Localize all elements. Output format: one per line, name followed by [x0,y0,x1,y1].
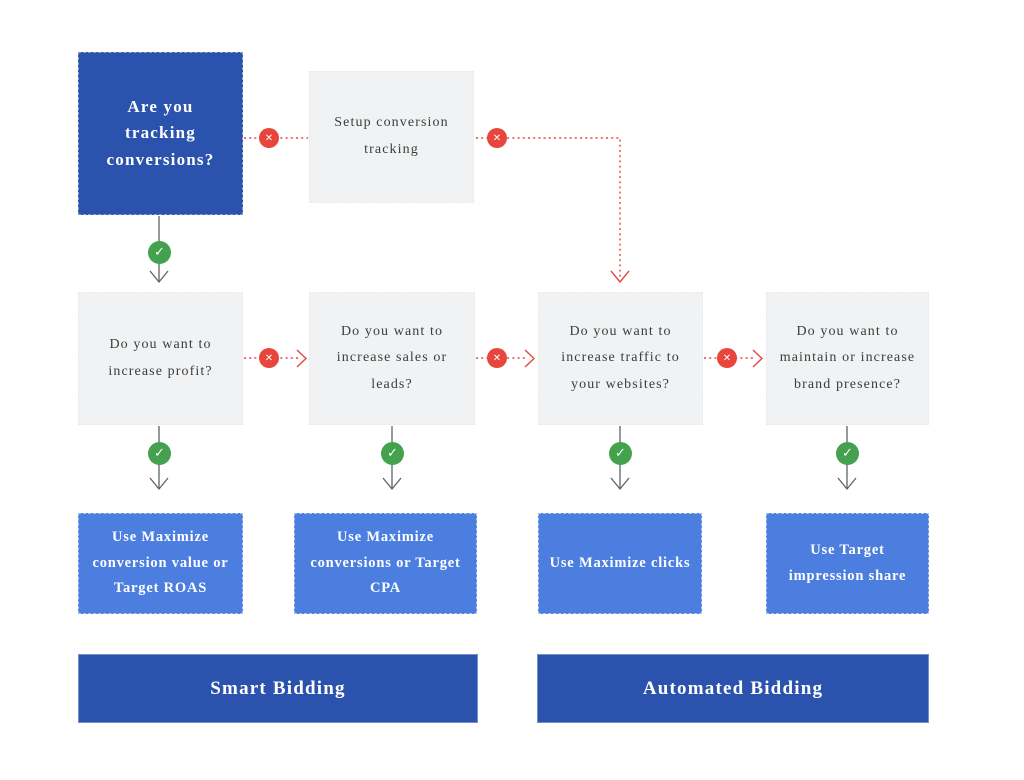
setup-tracking-node: Setup conversion tracking [309,71,474,203]
check-icon: ✓ [148,241,171,264]
question-label: Do you want to increase profit? [108,336,213,379]
cross-glyph: ✕ [492,132,502,144]
cross-icon: ✕ [259,128,279,148]
recommendation-node-max-clicks: Use Maximize clicks [538,513,702,614]
recommendation-label: Use Maximize conversion value or Target … [92,529,229,597]
setup-tracking-label: Setup conversion tracking [334,115,449,157]
arrowhead-down-q3-red [610,270,630,284]
recommendation-node-max-conv-value: Use Maximize conversion value or Target … [78,513,243,614]
cross-glyph: ✕ [264,132,274,144]
question-node-profit: Do you want to increase profit? [78,292,243,425]
check-icon: ✓ [148,442,171,465]
arrowhead-right-q3 [524,349,536,368]
check-glyph: ✓ [154,446,165,461]
connector-setup-to-q3 [476,137,621,279]
group-bar-automated-bidding: Automated Bidding [537,654,929,723]
question-label: Do you want to maintain or increase bran… [779,323,916,392]
question-node-sales-leads: Do you want to increase sales or leads? [309,292,475,425]
arrowhead-down-rec4 [837,477,857,491]
question-label: Do you want to increase sales or leads? [336,323,448,392]
arrowhead-right-q4 [752,349,764,368]
check-glyph: ✓ [842,446,853,461]
check-icon: ✓ [609,442,632,465]
check-glyph: ✓ [387,446,398,461]
cross-icon: ✕ [259,348,279,368]
arrowhead-right-q2 [296,349,308,368]
recommendation-label: Use Maximize clicks [549,554,691,571]
arrowhead-down-rec2 [382,477,402,491]
recommendation-label: Use Target impression share [788,542,907,584]
question-label: Do you want to increase traffic to your … [561,323,680,392]
group-label: Automated Bidding [642,677,824,699]
recommendation-label: Use Maximize conversions or Target CPA [310,529,461,597]
question-node-traffic: Do you want to increase traffic to your … [538,292,703,425]
cross-glyph: ✕ [264,352,274,364]
recommendation-node-max-conversions: Use Maximize conversions or Target CPA [294,513,477,614]
arrowhead-down-rec3 [610,477,630,491]
cross-icon: ✕ [717,348,737,368]
check-glyph: ✓ [615,446,626,461]
group-bar-smart-bidding: Smart Bidding [78,654,478,723]
root-question-node: Are you tracking conversions? [78,52,243,215]
cross-icon: ✕ [487,348,507,368]
check-glyph: ✓ [154,245,165,260]
group-label: Smart Bidding [210,677,346,699]
cross-glyph: ✕ [722,352,732,364]
check-icon: ✓ [836,442,859,465]
cross-glyph: ✕ [492,352,502,364]
recommendation-node-impression-share: Use Target impression share [766,513,929,614]
cross-icon: ✕ [487,128,507,148]
root-question-label: Are you tracking conversions? [106,96,215,169]
check-icon: ✓ [381,442,404,465]
question-node-brand: Do you want to maintain or increase bran… [766,292,929,425]
arrowhead-down-rec1 [149,477,169,491]
arrowhead-down-q1 [149,270,169,284]
